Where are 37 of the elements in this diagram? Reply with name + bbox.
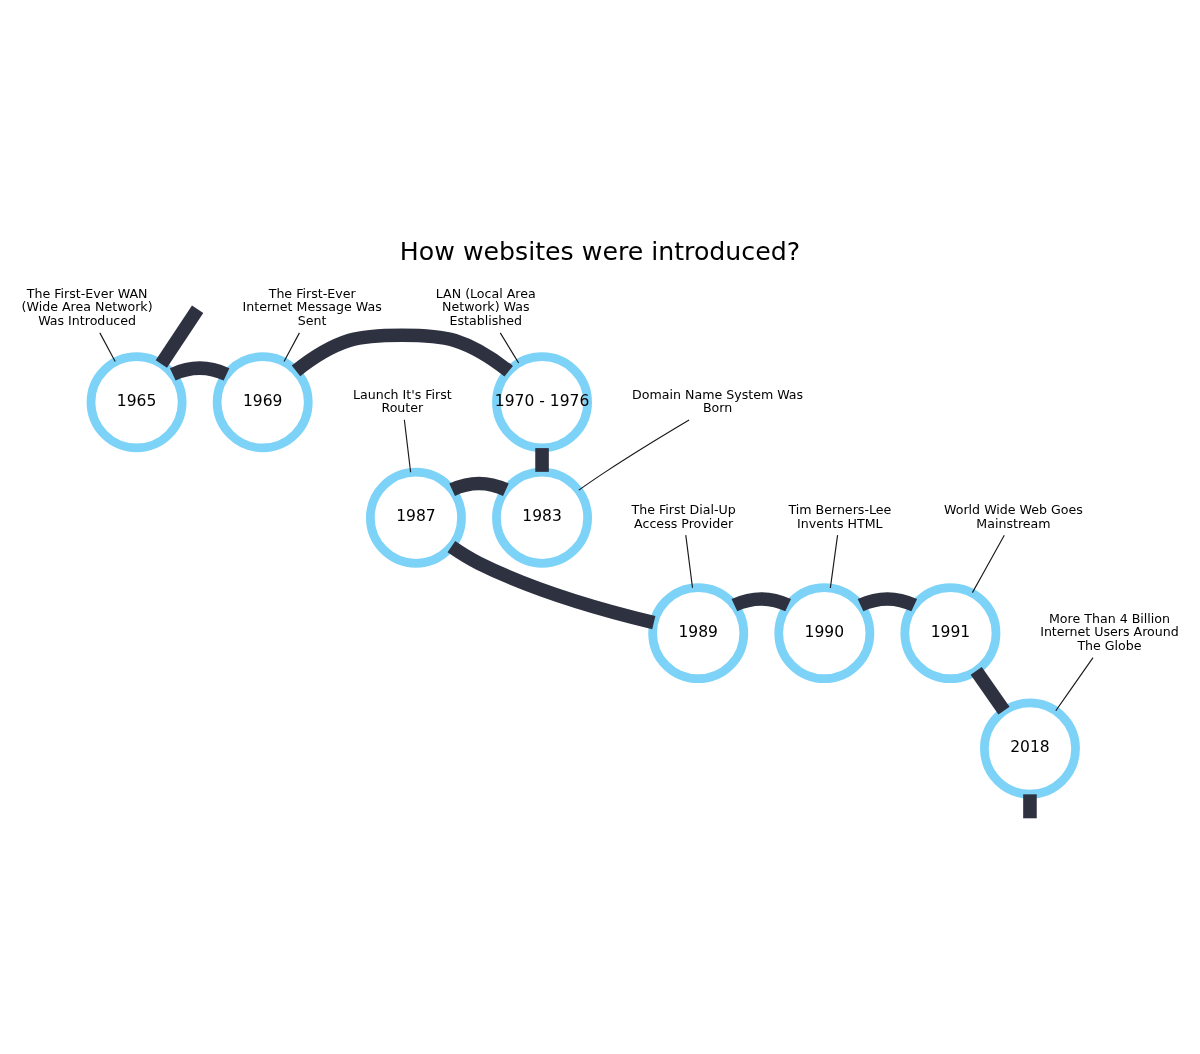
connector bbox=[857, 591, 917, 611]
connector bbox=[170, 360, 230, 381]
node-text: The First Dial-Up Access Provider bbox=[631, 501, 736, 531]
node-circle: 1970 - 1976 bbox=[492, 351, 592, 452]
node-circle: 2018 bbox=[980, 698, 1080, 799]
node-circle: 1990 bbox=[774, 582, 875, 683]
connector bbox=[499, 331, 520, 364]
connector bbox=[283, 331, 300, 362]
connector bbox=[731, 591, 791, 611]
connector bbox=[449, 476, 509, 496]
connector bbox=[578, 418, 690, 491]
connector bbox=[403, 418, 412, 473]
connector bbox=[447, 540, 656, 629]
node-text: Tim Berners-Lee Invents HTML bbox=[788, 501, 892, 531]
node-circle: 1969 bbox=[212, 351, 313, 452]
node-text: The First-Ever WAN (Wide Area Network) Was Introduced bbox=[21, 285, 153, 328]
connector bbox=[291, 328, 513, 377]
node-text: More Than 4 Billion Internet Users Around The Globe bbox=[1040, 610, 1179, 653]
node-text: World Wide Web Goes Mainstream bbox=[944, 501, 1083, 531]
connector bbox=[1055, 656, 1094, 711]
connector bbox=[155, 304, 204, 368]
diagram-title: How websites were introduced? bbox=[399, 236, 801, 266]
node-text: Domain Name System Was Born bbox=[632, 386, 804, 415]
node-text: The First-Ever Internet Message Was Sent bbox=[242, 285, 382, 328]
node-text: LAN (Local Area Network) Was Established bbox=[435, 285, 536, 328]
node-text: Launch It's First Router bbox=[352, 386, 452, 415]
node-circle: 1983 bbox=[492, 467, 592, 568]
connector bbox=[99, 331, 116, 362]
connector bbox=[971, 534, 1005, 593]
connector bbox=[1023, 793, 1037, 818]
connector bbox=[535, 447, 549, 472]
connector bbox=[685, 534, 694, 588]
node-circle: 1989 bbox=[648, 582, 749, 683]
connector bbox=[829, 534, 839, 589]
node-circle: 1965 bbox=[86, 351, 187, 452]
node-circle: 1991 bbox=[900, 582, 1001, 683]
node-circle: 1987 bbox=[366, 467, 466, 568]
